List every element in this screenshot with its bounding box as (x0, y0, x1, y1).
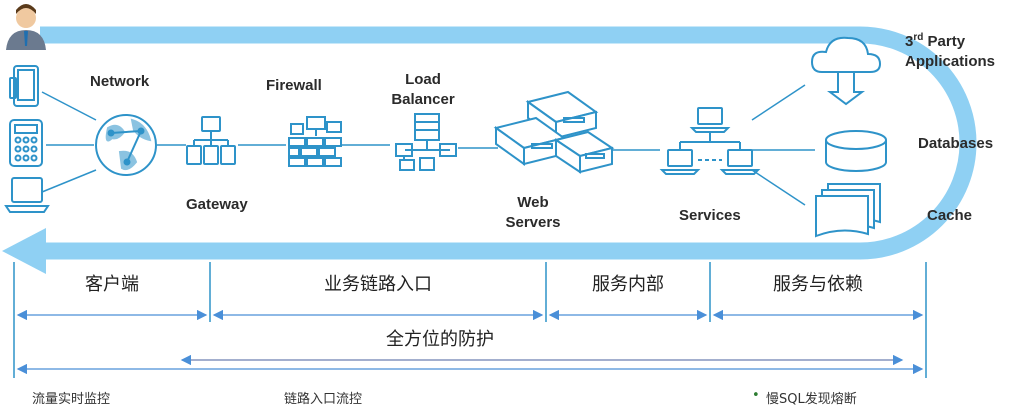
footer-item-monitoring: 流量实时监控 (32, 392, 111, 407)
segment-entry: 业务链路入口 (324, 274, 432, 295)
services-label: Services (679, 207, 741, 224)
third-party-label-line1: 3rd Party (905, 28, 995, 52)
cloud-download-icon (810, 36, 882, 106)
range-arrows (16, 309, 924, 375)
cache-label: Cache (927, 207, 973, 224)
flow-band (40, 26, 977, 260)
third-party-label-line2: Applications (905, 53, 996, 70)
segment-internal: 服务内部 (592, 274, 664, 295)
user-avatar-icon (6, 4, 46, 50)
cache-icon (815, 183, 881, 238)
web-servers-label: Web Servers (488, 193, 578, 233)
load-balancer-label-line1: Load (405, 71, 441, 88)
flow-arrowhead (2, 228, 46, 274)
web-servers-label-line2: Servers (505, 214, 561, 231)
database-icon (825, 130, 887, 172)
phone-icon (9, 65, 39, 107)
footer-bullet-icon: • (752, 388, 760, 403)
third-party-rest: Party (923, 33, 966, 50)
segment-dividers (13, 262, 927, 378)
databases-label: Databases (918, 135, 994, 152)
firewall-label: Firewall (266, 77, 322, 94)
firewall-icon (288, 116, 342, 167)
gateway-icon (186, 116, 236, 165)
footer-item-flow-control: 链路入口流控 (284, 392, 363, 407)
segment-client: 客户端 (85, 274, 139, 295)
web-servers-label-line1: Web (517, 194, 549, 211)
third-party-prefix: 3 (905, 33, 914, 50)
load-balancer-label-line2: Balancer (391, 91, 455, 108)
laptop-icon (4, 177, 50, 213)
services-icon (659, 107, 761, 175)
load-balancer-label: Load Balancer (378, 70, 468, 110)
network-label: Network (90, 73, 150, 90)
gateway-label: Gateway (186, 196, 248, 213)
overall-protection-label: 全方位的防护 (386, 329, 494, 350)
third-party-sup: rd (913, 32, 924, 43)
load-balancer-icon (395, 113, 457, 171)
web-servers-icon (493, 90, 615, 174)
segment-dependencies: 服务与依赖 (773, 274, 863, 295)
globe-icon (95, 114, 157, 176)
client-connectors (41, 84, 815, 206)
calculator-icon (9, 119, 43, 167)
footer-item-slow-sql: 慢SQL发现熔断 (766, 392, 857, 407)
third-party-label: 3rd Party Applications (905, 28, 995, 72)
